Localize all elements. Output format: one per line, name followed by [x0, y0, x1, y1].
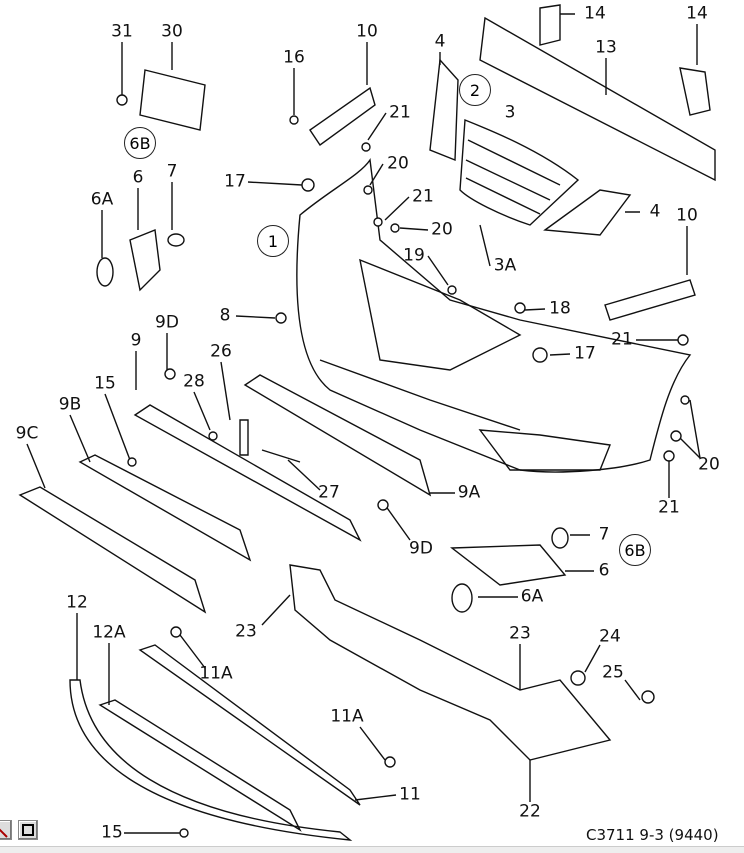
part-label: 12A — [92, 622, 126, 643]
impact-absorber — [479, 16, 716, 182]
part-label: 17 — [224, 171, 246, 192]
part-label: 21 — [412, 186, 434, 207]
part-label: 3 — [504, 102, 516, 123]
part-label: 6A — [90, 189, 114, 210]
part-label: 6 — [598, 560, 610, 581]
part-label: 28 — [183, 371, 205, 392]
part-label: 11A — [199, 663, 233, 684]
bumper-cover — [296, 158, 692, 473]
pen-icon — [0, 828, 8, 838]
part-label: 10 — [356, 21, 378, 42]
part-label: 7 — [598, 524, 610, 545]
part-label: 20 — [698, 454, 720, 475]
zoom-tool-button[interactable] — [0, 820, 12, 840]
part-label: 9C — [15, 423, 39, 444]
part-label: 24 — [599, 626, 621, 647]
part-label: 30 — [161, 21, 183, 42]
part-label: 20 — [387, 153, 409, 174]
circled-label: 6B — [124, 127, 156, 159]
frame-icon — [22, 824, 34, 836]
part-label: 16 — [283, 47, 305, 68]
part-label: 15 — [94, 373, 116, 394]
part-label: 12 — [66, 592, 88, 613]
part-label: 17 — [574, 343, 596, 364]
side-grille-left — [429, 58, 459, 162]
circled-label: 6B — [619, 534, 651, 566]
part-label: 25 — [602, 662, 624, 683]
part-label: 4 — [649, 201, 661, 222]
circled-label: 2 — [459, 74, 491, 106]
part-label: 23 — [235, 621, 257, 642]
part-label: 20 — [431, 219, 453, 240]
fit-view-button[interactable] — [18, 820, 38, 840]
part-label: 8 — [219, 305, 231, 326]
side-grille-right — [543, 189, 632, 236]
part-label: 18 — [549, 298, 571, 319]
part-label: 3A — [493, 255, 517, 276]
part-label: 6 — [132, 167, 144, 188]
part-label: 9A — [457, 482, 481, 503]
circled-label: 1 — [257, 225, 289, 257]
part-label: 22 — [519, 801, 541, 822]
part-label: 21 — [611, 329, 633, 350]
part-label: 21 — [389, 102, 411, 123]
part-label: 13 — [595, 37, 617, 58]
diagram-caption: C3711 9-3 (9440) — [586, 826, 719, 844]
part-label: 31 — [111, 21, 133, 42]
part-label: 11 — [399, 784, 421, 805]
part-label: 9D — [409, 538, 433, 559]
part-label: 10 — [676, 205, 698, 226]
part-label: 23 — [509, 623, 531, 644]
part-label: 11A — [330, 706, 364, 727]
part-label: 27 — [318, 482, 340, 503]
part-label: 15 — [101, 822, 123, 843]
part-label: 21 — [658, 497, 680, 518]
part-label: 19 — [403, 245, 425, 266]
bottom-bar — [0, 846, 744, 853]
part-label: 9B — [58, 394, 82, 415]
undertray — [289, 564, 612, 761]
part-label: 7 — [166, 161, 178, 182]
part-label: 14 — [686, 3, 708, 24]
part-label: 6A — [520, 586, 544, 607]
part-label: 9D — [155, 312, 179, 333]
part-label: 14 — [584, 3, 606, 24]
part-label: 4 — [434, 31, 446, 52]
part-label: 26 — [210, 341, 232, 362]
grille — [459, 118, 580, 226]
part-label: 9 — [130, 330, 142, 351]
